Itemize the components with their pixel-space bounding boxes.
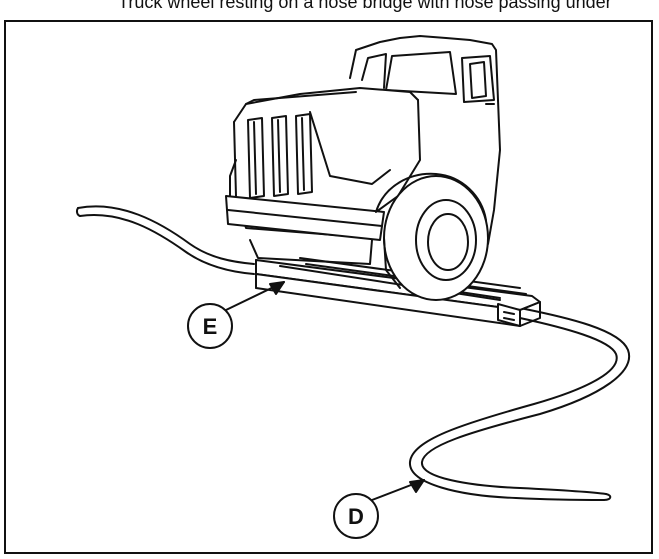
callout-d-label: D [348,504,364,529]
callout-e-label: E [203,314,218,339]
callout-d: D [333,479,425,539]
top-caption-cropped: Truck wheel resting on a hose bridge wit… [0,0,659,22]
front-wheel [383,175,489,301]
callout-d-arrowhead [409,479,425,493]
callout-d-circle [333,493,379,539]
hose-right-segment [408,307,631,501]
callout-e-circle [187,303,233,349]
callout-e-arrowhead [269,281,285,295]
caption-text: Truck wheel resting on a hose bridge wit… [118,0,612,12]
hose-left-segment [75,205,255,275]
callout-e: E [187,281,285,349]
